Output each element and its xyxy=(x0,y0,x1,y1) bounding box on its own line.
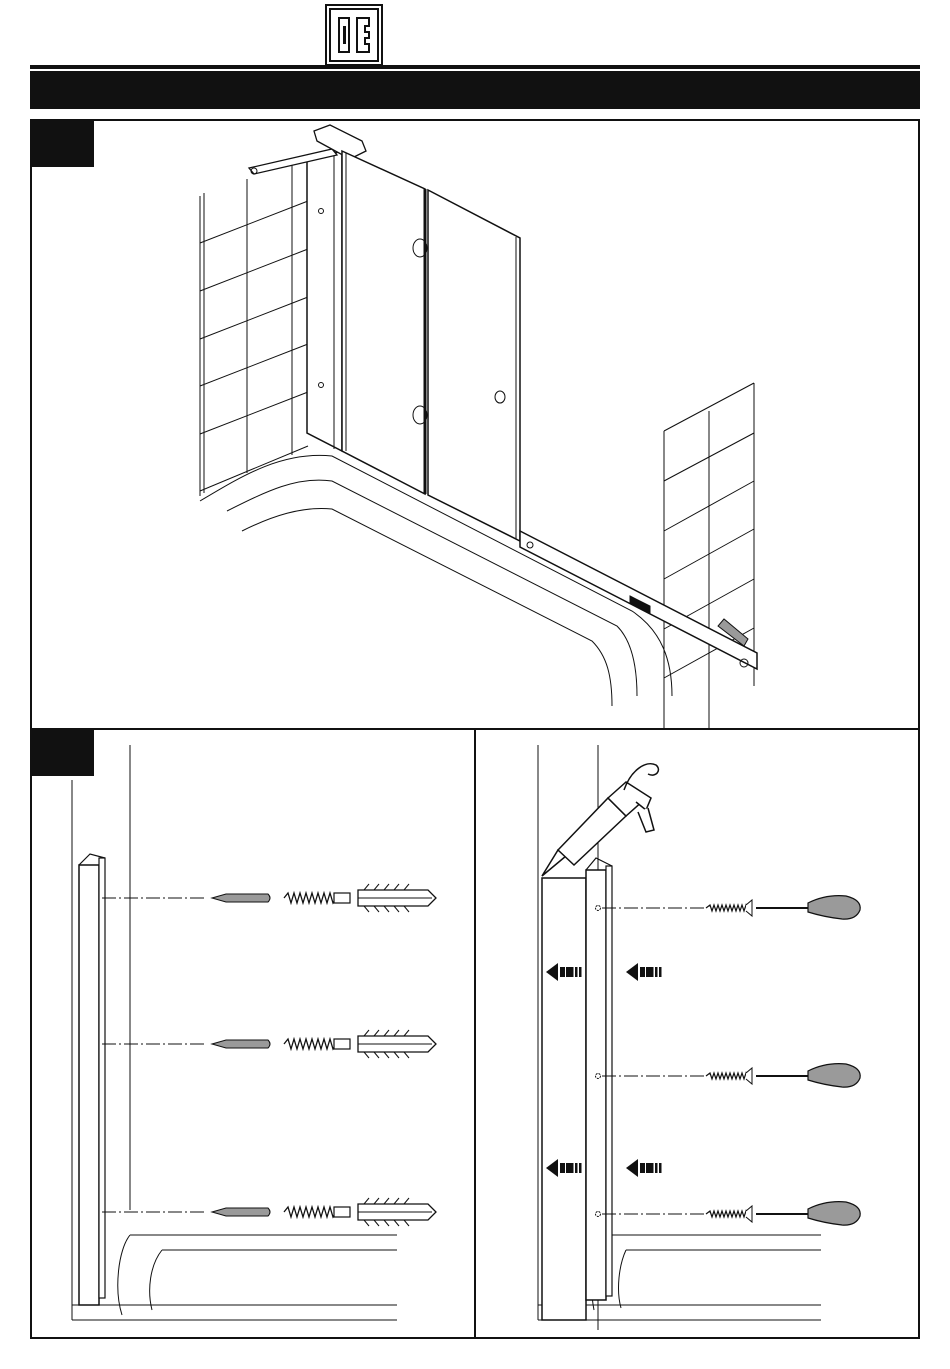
header-bar xyxy=(30,71,920,109)
screw-row xyxy=(596,1064,861,1087)
wall-plug-icon xyxy=(358,1030,436,1058)
screw-row xyxy=(596,1202,861,1225)
brand-logo xyxy=(325,4,383,66)
step-b-panel xyxy=(30,728,476,1339)
drill-row xyxy=(102,1198,436,1226)
screw-icon xyxy=(706,1206,752,1222)
screwdriver-icon xyxy=(756,1202,860,1225)
screwdriver-icon xyxy=(756,1064,860,1087)
screwdriver-icon xyxy=(756,896,860,919)
drill-bit-icon xyxy=(284,1039,350,1049)
sealant-gun-icon xyxy=(542,764,658,876)
pencil-icon xyxy=(212,894,270,902)
pencil-icon xyxy=(212,1208,270,1216)
step-c-panel xyxy=(474,728,920,1339)
push-arrow-icon xyxy=(626,963,662,981)
drill-bit-icon xyxy=(284,893,350,903)
step-b-illustration xyxy=(32,730,474,1337)
wall-plug-icon xyxy=(358,1198,436,1226)
top-rule xyxy=(30,65,920,69)
screw-icon xyxy=(706,1068,752,1084)
pencil-icon xyxy=(212,1040,270,1048)
step-a-panel xyxy=(30,119,920,730)
step-a-illustration xyxy=(32,121,918,728)
drill-row xyxy=(102,1030,436,1058)
drill-row xyxy=(102,884,436,912)
screw-row xyxy=(596,896,861,919)
drill-bit-icon xyxy=(284,1207,350,1217)
push-arrow-icon xyxy=(626,1159,662,1177)
step-c-illustration xyxy=(476,730,918,1337)
screw-icon xyxy=(706,900,752,916)
wall-plug-icon xyxy=(358,884,436,912)
